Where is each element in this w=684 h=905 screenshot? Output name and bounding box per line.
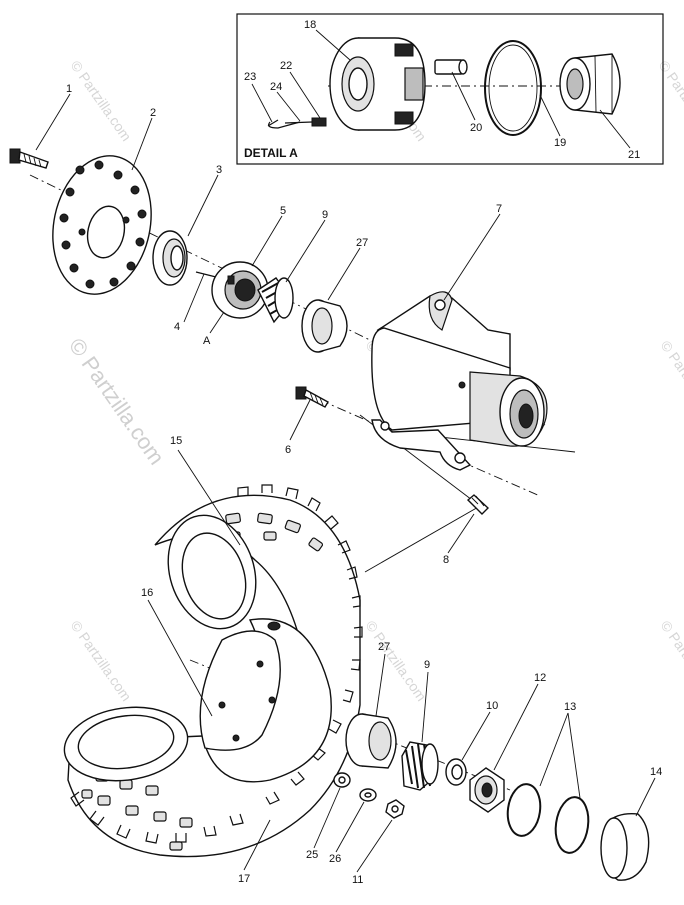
watermark-main: © Partzilla.com bbox=[64, 334, 170, 470]
callout-6: 6 bbox=[285, 444, 291, 456]
detail-a-title: DETAIL A bbox=[244, 146, 298, 160]
part-1-bolt bbox=[9, 148, 49, 169]
watermark-low-right: © Partzilla.com bbox=[658, 618, 684, 704]
part-2-brake-disc bbox=[52, 155, 152, 295]
callout-9-upper: 9 bbox=[322, 209, 328, 221]
part-27-cup-upper bbox=[301, 299, 348, 353]
callout-24: 24 bbox=[270, 81, 282, 93]
part-15-16-17-wheel-tire bbox=[63, 484, 363, 858]
detail-a-box: DETAIL A bbox=[236, 13, 664, 165]
callout-23: 23 bbox=[244, 71, 256, 83]
watermark-mid-right: © Partzilla.com bbox=[658, 338, 684, 424]
part-19-ring bbox=[484, 40, 542, 136]
part-11-nut bbox=[385, 799, 405, 819]
callout-20: 20 bbox=[470, 122, 482, 134]
callout-8: 8 bbox=[443, 554, 449, 566]
callout-9-lower: 9 bbox=[424, 659, 430, 671]
callout-21: 21 bbox=[628, 149, 640, 161]
callout-16: 16 bbox=[141, 587, 153, 599]
callout-3: 3 bbox=[216, 164, 222, 176]
callout-17: 17 bbox=[238, 873, 250, 885]
callout-A: A bbox=[203, 335, 211, 347]
part-13-o-rings bbox=[506, 783, 590, 854]
part-7-spindle-hub bbox=[371, 291, 548, 471]
part-20-pin bbox=[434, 59, 468, 75]
part-27-cup-lower bbox=[345, 713, 397, 769]
callout-2: 2 bbox=[150, 107, 156, 119]
part-5-brake-hub bbox=[211, 261, 269, 319]
callout-15: 15 bbox=[170, 435, 182, 447]
part-14-dust-cap bbox=[600, 812, 650, 881]
part-9-bearing-upper bbox=[257, 277, 294, 324]
callout-26: 26 bbox=[329, 853, 341, 865]
part-26-lockwasher bbox=[359, 788, 377, 802]
watermark-top-right: © Partzilla.com bbox=[656, 58, 684, 144]
callout-labels: 1 2 3 4 A 5 9 27 7 6 8 15 16 17 27 9 10 … bbox=[66, 19, 662, 886]
callout-25: 25 bbox=[306, 849, 318, 861]
part-9-bearing-lower bbox=[401, 741, 439, 791]
watermark-low-mid: © Partzilla.com bbox=[363, 618, 430, 704]
callout-1: 1 bbox=[66, 83, 72, 95]
watermark-top-left: © Partzilla.com bbox=[68, 58, 135, 144]
callout-18: 18 bbox=[304, 19, 316, 31]
detail-a-frame bbox=[236, 13, 664, 165]
callout-11: 11 bbox=[352, 874, 363, 886]
part-22-23-24-cotter bbox=[267, 117, 327, 129]
part-25-washer bbox=[333, 772, 351, 788]
callout-22: 22 bbox=[280, 60, 292, 72]
part-8-set-screw bbox=[466, 494, 490, 515]
part-6-bolt bbox=[295, 386, 329, 408]
callout-7: 7 bbox=[496, 203, 502, 215]
callout-19: 19 bbox=[554, 137, 566, 149]
part-3-seal bbox=[152, 230, 188, 286]
watermark-low-left: © Partzilla.com bbox=[68, 618, 135, 704]
callout-13: 13 bbox=[564, 701, 576, 713]
callout-27-upper: 27 bbox=[356, 237, 368, 249]
callout-14: 14 bbox=[650, 766, 662, 778]
part-18-drum bbox=[329, 37, 426, 131]
callout-5: 5 bbox=[280, 205, 286, 217]
callout-4: 4 bbox=[174, 321, 180, 333]
part-10-washer bbox=[445, 758, 467, 786]
callout-12: 12 bbox=[534, 672, 546, 684]
part-21-nut bbox=[559, 53, 621, 115]
callout-27-lower: 27 bbox=[378, 641, 390, 653]
part-12-castle-nut bbox=[469, 767, 505, 813]
callout-10: 10 bbox=[486, 700, 498, 712]
